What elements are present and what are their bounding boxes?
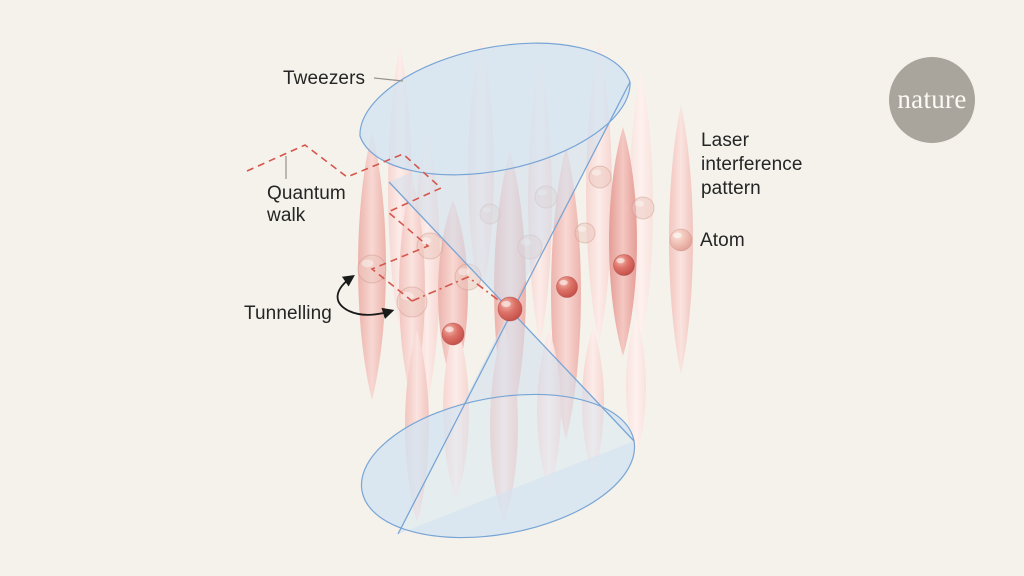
ghost-atom [396,286,428,318]
tweezers-label: Tweezers [283,68,366,89]
ghost-atom-highlight [420,237,432,245]
ghost-atom [631,196,655,220]
ghost-atom-highlight [591,169,602,176]
atom-highlight [616,257,625,264]
nature-logo-text: nature [897,83,967,114]
ghost-atom [574,222,596,244]
atom-highlight [559,279,568,286]
atom-sphere [441,322,465,346]
laser-lobe [609,127,637,356]
atom-sphere [613,254,635,276]
ghost-atom-highlight [634,200,645,207]
laser-interference-pattern-label: Laser interference pattern [701,130,803,199]
nature-logo: nature [889,57,975,143]
optical-tweezers-cones [359,42,636,539]
tunnelling-label: Tunnelling [244,303,332,324]
cone-bottom-opening-outline [360,393,636,539]
ghost-atom [416,232,444,260]
atom-highlight [672,232,682,239]
quantum-walk-path [246,144,511,310]
ghost-atom-highlight [577,226,586,232]
tweezers-cone-bottom [361,310,635,538]
tweezers-pointer-line [373,77,404,82]
atom-highlight [501,300,511,308]
label-pointer-lines [285,77,404,179]
tunnelling-arrow [336,275,395,319]
ghost-atom [588,165,612,189]
cone-top-opening [359,43,631,175]
cone-top-opening-outline [359,42,631,176]
ghost-atom-highlight [361,259,374,268]
atom-sphere [497,296,523,322]
atom-label: Atom [700,230,745,251]
ghost-atom-highlight [458,268,470,276]
quantum-walk-label: Quantum walk [267,183,346,226]
laser-lobe [626,316,646,456]
atom-sphere-labeled [669,228,693,252]
cone-bottom-opening [361,394,635,538]
atom-sphere [556,276,578,298]
atom-highlight [444,326,454,333]
ghost-atom-highlight [400,291,414,301]
trapped-atoms [441,228,693,346]
tweezers-cone-top [359,43,631,310]
